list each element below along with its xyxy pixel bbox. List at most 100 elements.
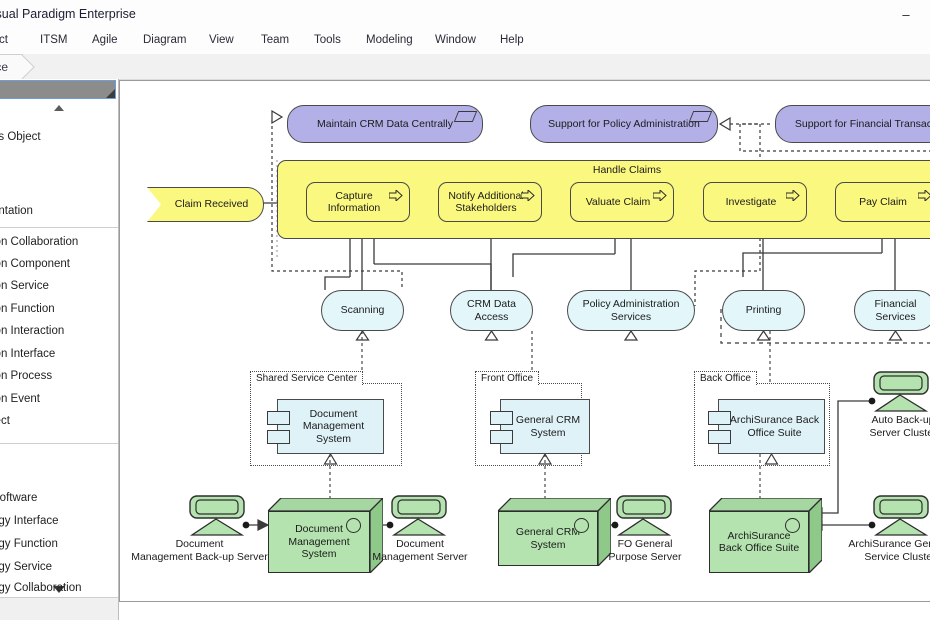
chevron-down-icon: [53, 585, 65, 593]
crm-data-access[interactable]: CRM Data Access: [450, 290, 533, 331]
minimize-button[interactable]: –: [902, 7, 910, 22]
document-management-system-node[interactable]: Document Management System: [268, 498, 383, 573]
palette-item-ject[interactable]: ject: [0, 415, 10, 427]
printing[interactable]: Printing: [722, 290, 805, 331]
node-icon: [346, 518, 361, 533]
palette-item-ogy-service[interactable]: ogy Service: [0, 561, 53, 573]
menu-item-itsm[interactable]: ITSM: [40, 34, 68, 46]
component-port-icon: [267, 411, 290, 425]
document-management-server[interactable]: [390, 495, 448, 539]
breadcrumb-item-archisurance[interactable]: rance: [0, 54, 24, 80]
auto-back-up-server-cluster[interactable]: [872, 371, 930, 415]
back-office[interactable]: Back Office: [694, 371, 830, 466]
palette-item-ion-collaboration[interactable]: ion Collaboration: [0, 236, 79, 248]
palette-item-software[interactable]: Software: [0, 492, 38, 504]
front-office[interactable]: Front Office: [475, 371, 582, 466]
palette-separator: [0, 227, 118, 228]
valuate-claim[interactable]: Valuate Claim: [570, 182, 674, 222]
event-label: Claim Received: [174, 198, 249, 211]
grouping-label: Front Office: [475, 371, 540, 385]
support-for-policy-administration[interactable]: Support for Policy Administration: [530, 105, 718, 143]
window-title: ce * - Visual Paradigm Enterprise: [0, 7, 136, 21]
financial-services[interactable]: Financial Services: [854, 290, 930, 331]
business-service-label: Support for Policy Administration: [548, 117, 700, 130]
palette-item-ogy-function[interactable]: ogy Function: [0, 538, 58, 550]
diagram-canvas[interactable]: Maintain CRM Data Centrally Support for P…: [119, 80, 930, 602]
menu-item-team[interactable]: Team: [261, 34, 290, 46]
grouping-label: Back Office: [694, 371, 757, 385]
node-label: ArchiSurance Back Office Suite: [718, 529, 800, 555]
menu-item-help[interactable]: Help: [500, 34, 524, 46]
process-arrow-icon: [653, 190, 667, 201]
palette-item-ion-function[interactable]: ion Function: [0, 303, 55, 315]
node-label: Document Management System: [288, 523, 350, 561]
palette-item-ion-interaction[interactable]: ion Interaction: [0, 325, 65, 337]
investigate[interactable]: Investigate: [703, 182, 807, 222]
menu-item-tools[interactable]: Tools: [314, 34, 341, 46]
palette-header[interactable]: [0, 80, 116, 99]
palette-item-ion-event[interactable]: ion Event: [0, 393, 40, 405]
node-front-face: General CRM System: [498, 511, 598, 566]
process-arrow-icon: [786, 190, 800, 201]
claim-received-event[interactable]: Claim Received: [147, 187, 264, 222]
palette-item-ogy-collaboration[interactable]: ogy Collaboration: [0, 582, 82, 594]
menu-item-agile[interactable]: Agile: [92, 34, 118, 46]
process-label: Investigate: [725, 195, 777, 208]
business-service-icon: [453, 111, 478, 122]
document-management-back-up-server[interactable]: [188, 495, 246, 539]
process-arrow-icon: [521, 190, 535, 201]
menu-bar: ject ITSM Agile Diagram View Team Tools Modelin…: [0, 29, 930, 54]
business-service-label: Maintain CRM Data Centrally: [317, 117, 453, 130]
device-label: ArchiSurance General Service Cluster: [848, 538, 930, 563]
palette-item-ion-component[interactable]: ion Component: [0, 258, 70, 270]
general-crm-system-component[interactable]: General CRM System: [490, 399, 590, 454]
general-crm-system-node[interactable]: General CRM System: [498, 498, 611, 566]
device-label: Document Management Server: [372, 538, 468, 563]
document-management-system-component[interactable]: Document Management System: [267, 399, 384, 454]
palette-item-es-object[interactable]: es Object: [0, 131, 41, 143]
menu-item-ject[interactable]: ject: [0, 34, 8, 46]
palette-scroll-down-button[interactable]: [0, 582, 118, 596]
app-component-label: General CRM System: [515, 414, 581, 439]
menu-item-window[interactable]: Window: [435, 34, 476, 46]
scanning[interactable]: Scanning: [321, 290, 404, 331]
component-port-icon: [708, 411, 731, 425]
archisurance-back-office-suite-component[interactable]: ArchiSurance Back Office Suite: [708, 399, 825, 454]
palette-item-ion-process[interactable]: ion Process: [0, 370, 53, 382]
menu-item-modeling[interactable]: Modeling: [366, 34, 413, 46]
component-port-icon: [708, 430, 731, 444]
palette-item-entation[interactable]: entation: [0, 205, 33, 217]
archisurance-back-office-suite-node[interactable]: ArchiSurance Back Office Suite: [709, 498, 822, 573]
app-service-label: Policy Administration Services: [582, 298, 680, 323]
pay-claim[interactable]: Pay Claim: [835, 182, 930, 222]
diagram-palette: es Objecttentationion Collaborationion C…: [0, 79, 119, 620]
policy-administration-services[interactable]: Policy Administration Services: [567, 290, 695, 331]
app-service-label: Scanning: [340, 304, 385, 317]
menu-item-diagram[interactable]: Diagram: [143, 34, 187, 46]
node-3d-faces: [498, 498, 611, 566]
menu-item-view[interactable]: View: [209, 34, 234, 46]
notify-additional-stakeholders[interactable]: Notify Additional Stakeholders: [438, 182, 542, 222]
shared-service-center[interactable]: Shared Service Center: [250, 371, 402, 466]
palette-item-ion-service[interactable]: ion Service: [0, 280, 49, 292]
node-label: General CRM System: [515, 526, 581, 551]
breadcrumb-bar: rance: [0, 54, 930, 80]
app-service-label: CRM Data Access: [466, 298, 516, 323]
app-service-label: Printing: [745, 304, 782, 317]
device-label: Auto Back-up Server Cluster: [869, 414, 930, 439]
chevron-up-icon: [54, 105, 64, 111]
process-band-title: Handle Claims: [592, 164, 662, 176]
process-arrow-icon: [389, 190, 403, 201]
archisurance-general-service-cluster[interactable]: [872, 495, 930, 539]
maintain-crm-data-centrally[interactable]: Maintain CRM Data Centrally: [287, 105, 483, 143]
palette-separator: [0, 443, 118, 444]
fo-general-purpose-server[interactable]: [615, 495, 673, 539]
support-for-financial-transactions[interactable]: Support for Financial Transactio: [775, 105, 930, 143]
grouping-label: Shared Service Center: [250, 371, 364, 385]
palette-item-ion-interface[interactable]: ion Interface: [0, 348, 56, 360]
palette-scroll-up-button[interactable]: [0, 101, 118, 115]
process-label: Capture Information: [327, 189, 381, 215]
capture-information[interactable]: Capture Information: [306, 182, 410, 222]
palette-item-ogy-interface[interactable]: ogy Interface: [0, 515, 59, 527]
component-port-icon: [490, 411, 513, 425]
